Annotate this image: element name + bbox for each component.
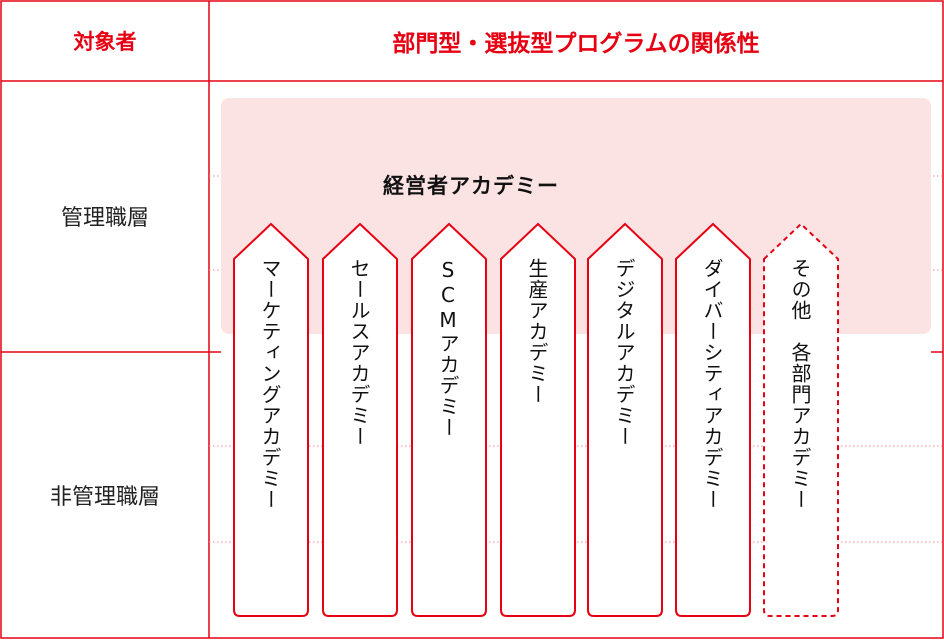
academy-arrow-scm [411,222,487,617]
academy-label-digital: デジタルアカデミー [612,258,636,447]
academy-arrow-production [500,222,576,617]
academy-arrow-diversity [675,222,751,617]
academy-arrow-marketing [233,222,309,617]
row-label-manager: 管理職層 [60,206,149,231]
academy-label-sales: セールスアカデミー [347,258,371,447]
row-label-non-manager: 非管理職層 [49,485,160,510]
executive-academy-label: 経営者アカデミー [383,174,559,198]
academy-label-diversity: ダイバーシティアカデミー [700,258,724,510]
academy-label-production: 生産アカデミー [525,258,549,405]
academy-label-marketing: マーケティングアカデミー [258,258,282,510]
academy-arrow-other [763,222,839,617]
academy-arrow-sales [322,222,398,617]
academy-label-other: その他 各部門アカデミー [788,258,812,510]
diagram-title: 部門型・選抜型プログラムの関係性 [392,31,760,57]
target-header: 対象者 [73,30,137,54]
academy-label-scm: SCMアカデミー [436,258,460,438]
academy-arrow-digital [587,222,663,617]
